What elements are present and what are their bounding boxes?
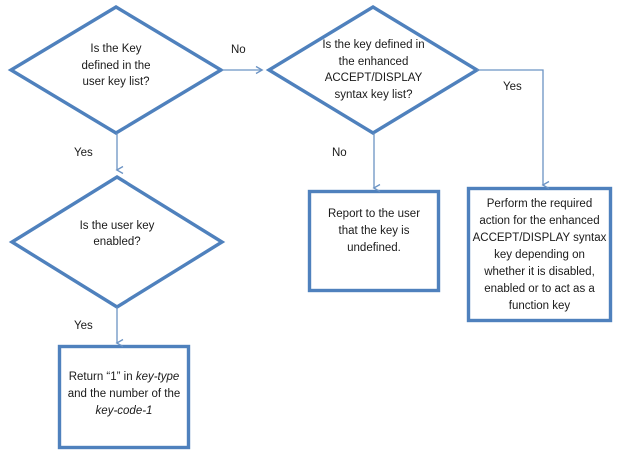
edge-label-no-d1-d3: No xyxy=(231,44,246,56)
edge-label-yes-d2-b1: Yes xyxy=(74,320,93,332)
decision-label-user-key-list: Is the Key defined in the user key list? xyxy=(81,43,151,89)
process-label-report-undefined: Report to the user that the key is undef… xyxy=(327,207,421,254)
return-text-part-2: and the number of the xyxy=(67,388,181,400)
process-label-return-key-type: Return “1” in key-type and the number of… xyxy=(61,355,187,417)
return-text-key-type: key-type xyxy=(135,371,180,383)
decision-label-enhanced-syntax-key-list: Is the key defined in the enhanced ACCEP… xyxy=(322,39,425,101)
decision-label-user-key-enabled: Is the user key enabled? xyxy=(79,219,155,249)
return-text-key-code-1: key-code-1 xyxy=(95,405,153,417)
process-label-return-key-type-rich: Return “1” in key-type and the number of… xyxy=(61,352,187,420)
edge-label-yes-d3-b3: Yes xyxy=(503,81,522,93)
edge-label-yes-d1-d2: Yes xyxy=(74,147,93,159)
process-label-perform-action: Perform the required action for the enha… xyxy=(472,197,607,312)
edge-label-no-d3-b2: No xyxy=(332,147,347,159)
return-text-part-1: Return “1” in xyxy=(68,371,136,383)
